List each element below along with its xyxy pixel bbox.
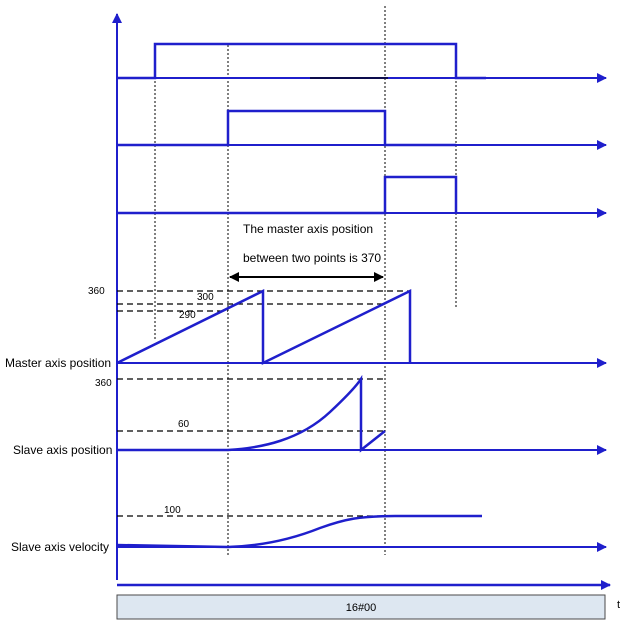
- time-guides: [154, 6, 457, 555]
- master-axis-label: Master axis position: [5, 356, 111, 370]
- signal-2-pulse: [117, 109, 456, 147]
- slave-position-value-360: 360: [95, 378, 112, 389]
- slave-velocity-curve: [116, 514, 482, 549]
- status-bar: [116, 594, 606, 620]
- slave-position-ref-lines: [117, 378, 385, 432]
- slave-velocity-label: Slave axis velocity: [11, 540, 109, 554]
- master-ref-lines: [117, 290, 410, 312]
- master-value-300: 300: [197, 292, 214, 303]
- status-bar-value: 16#00: [346, 602, 377, 614]
- annotation-line-1: The master axis position: [243, 222, 373, 236]
- slave-position-curve: [117, 374, 386, 453]
- annotation-line-2: between two points is 370: [243, 251, 381, 265]
- signal-3-pulse: [117, 175, 458, 215]
- master-value-360: 360: [88, 286, 105, 297]
- signal-1-pulse: [117, 42, 486, 80]
- slave-velocity-value-100: 100: [164, 505, 181, 516]
- slave-position-value-60: 60: [178, 419, 190, 430]
- master-value-290: 290: [179, 310, 196, 321]
- slave-position-label: Slave axis position: [13, 443, 112, 457]
- master-sawtooth: [116, 288, 412, 366]
- time-axis-label: t: [617, 599, 620, 611]
